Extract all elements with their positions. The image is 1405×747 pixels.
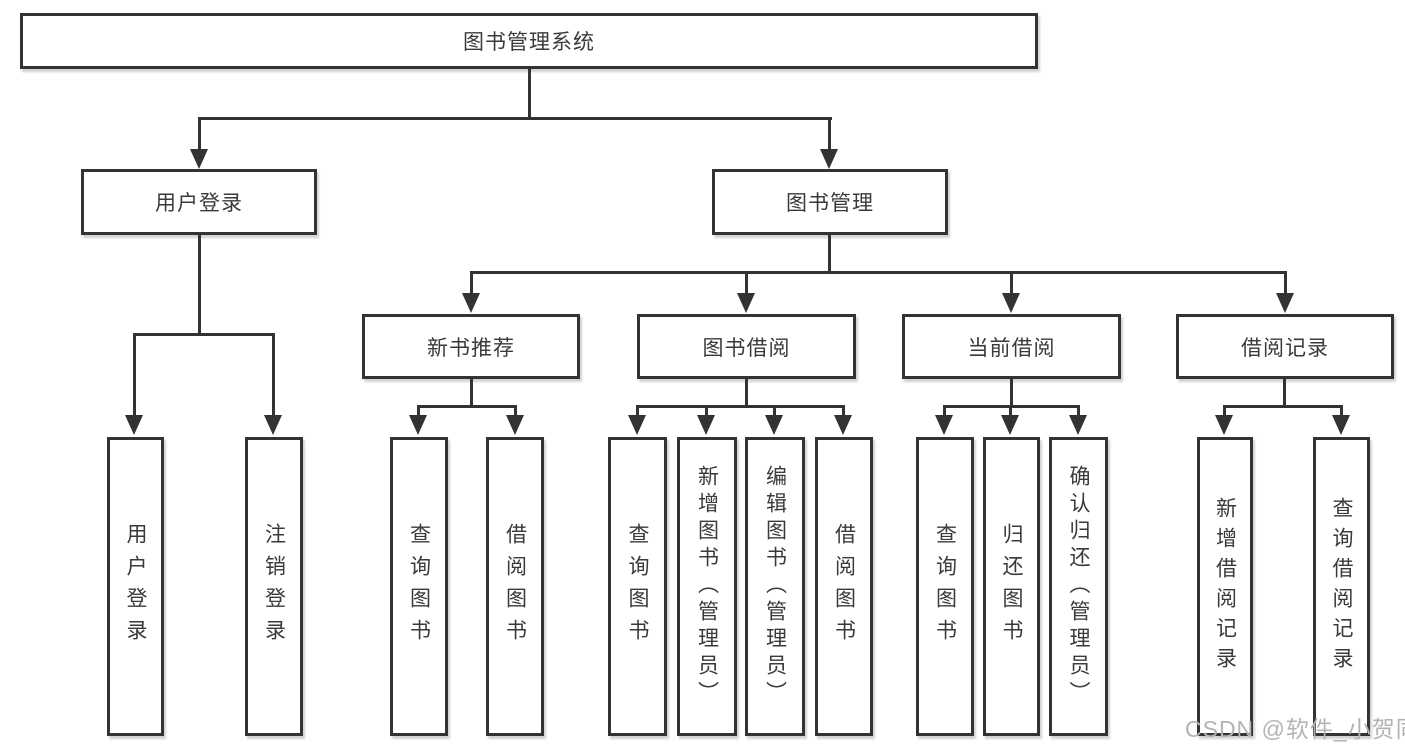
connector-root-trunk (528, 68, 531, 119)
arrow-down-icon (1332, 415, 1350, 435)
node-current-borrow: 当前借阅 (902, 314, 1121, 379)
arrow-down-icon (765, 415, 783, 435)
arrow-down-icon (935, 415, 953, 435)
node-borrow-records-label: 借阅记录 (1241, 336, 1329, 360)
node-book-management: 图书管理 (712, 169, 948, 235)
leaf-return-book-label: 归还图书 (1000, 522, 1023, 651)
leaf-query-borrow-record: 查询借阅记录 (1313, 437, 1370, 736)
leaf-user-login: 用户登录 (107, 437, 164, 736)
connector-stub (1009, 405, 1012, 417)
connector-book-management-trunk (828, 234, 831, 274)
leaf-return-book: 归还图书 (983, 437, 1040, 736)
connector-user-login-trunk (198, 235, 201, 336)
arrow-down-icon (1002, 293, 1020, 313)
leaf-borrow-book-2-label: 借阅图书 (832, 522, 856, 651)
leaf-query-book-2-label: 查询图书 (626, 522, 649, 651)
arrow-down-icon (190, 149, 208, 169)
connector-book-borrow-bar (636, 405, 845, 408)
arrow-down-icon (697, 415, 715, 435)
leaf-add-book-admin: 新增图书（管理员） (677, 437, 737, 736)
leaf-logout-label: 注销登录 (262, 522, 286, 651)
arrow-down-icon (1001, 415, 1019, 435)
connector-new-book-bar (417, 405, 517, 408)
node-book-borrow-label: 图书借阅 (702, 336, 791, 360)
node-root: 图书管理系统 (20, 13, 1038, 69)
arrow-down-icon (628, 415, 646, 435)
leaf-confirm-return-admin: 确认归还（管理员） (1049, 437, 1108, 736)
connector-stub (636, 405, 639, 417)
arrow-down-icon (125, 415, 143, 435)
leaf-borrow-book-1-label: 借阅图书 (503, 522, 527, 651)
node-book-borrow: 图书借阅 (637, 314, 856, 379)
connector-stub-borrow-records (1284, 271, 1287, 295)
arrow-down-icon (834, 415, 852, 435)
arrow-down-icon (1069, 415, 1087, 435)
connector-level2-bar (198, 117, 832, 120)
connector-borrow-records-trunk (1283, 379, 1286, 408)
arrow-down-icon (462, 293, 480, 313)
connector-stub (773, 405, 776, 417)
node-new-book-recommend-label: 新书推荐 (427, 336, 515, 360)
arrow-down-icon (506, 415, 524, 435)
connector-stub (943, 405, 946, 417)
connector-stub (1340, 405, 1343, 417)
leaf-add-borrow-record: 新增借阅记录 (1197, 437, 1253, 736)
leaf-add-book-admin-label: 新增图书（管理员） (695, 465, 719, 708)
leaf-add-borrow-record-label: 新增借阅记录 (1213, 496, 1237, 677)
node-book-management-label: 图书管理 (786, 192, 874, 215)
leaf-user-login-label: 用户登录 (124, 522, 147, 651)
watermark: CSDN @软件_小贺同学 (1185, 716, 1405, 742)
leaf-query-book-2: 查询图书 (608, 437, 667, 736)
leaf-edit-book-admin: 编辑图书（管理员） (745, 437, 805, 736)
leaf-confirm-return-admin-label: 确认归还（管理员） (1067, 465, 1090, 708)
node-root-label: 图书管理系统 (463, 31, 595, 54)
connector-stub (417, 405, 420, 417)
connector-stub (1077, 405, 1080, 417)
connector-level3-bar (470, 271, 1287, 274)
leaf-query-book-1-label: 查询图书 (407, 522, 431, 651)
connector-stub-book-management (828, 117, 831, 151)
connector-book-borrow-trunk (745, 379, 748, 408)
arrow-down-icon (1276, 293, 1294, 313)
leaf-borrow-book-2: 借阅图书 (815, 437, 873, 736)
connector-stub-user-login (198, 117, 201, 151)
connector-current-borrow-trunk (1010, 379, 1013, 408)
arrow-down-icon (264, 415, 282, 435)
arrow-down-icon (1215, 415, 1233, 435)
leaf-borrow-book-1: 借阅图书 (486, 437, 544, 736)
connector-user-login-bar (133, 333, 275, 336)
connector-stub-leaf-user-login (133, 333, 136, 417)
node-current-borrow-label: 当前借阅 (967, 336, 1056, 360)
arrow-down-icon (737, 293, 755, 313)
connector-stub (1223, 405, 1226, 417)
node-user-login-label: 用户登录 (155, 192, 243, 215)
connector-stub-new-book (470, 271, 473, 295)
connector-stub-current-borrow (1010, 271, 1013, 295)
leaf-edit-book-admin-label: 编辑图书（管理员） (763, 465, 787, 708)
leaf-logout: 注销登录 (245, 437, 303, 736)
connector-stub-book-borrow (745, 271, 748, 295)
node-borrow-records: 借阅记录 (1176, 314, 1394, 379)
node-new-book-recommend: 新书推荐 (362, 314, 580, 379)
leaf-query-book-1: 查询图书 (390, 437, 448, 736)
leaf-query-book-3: 查询图书 (916, 437, 974, 736)
leaf-query-book-3-label: 查询图书 (933, 522, 957, 651)
connector-borrow-records-bar (1223, 405, 1341, 408)
connector-stub (842, 405, 845, 417)
arrow-down-icon (409, 415, 427, 435)
node-user-login: 用户登录 (81, 169, 317, 235)
connector-stub (514, 405, 517, 417)
connector-stub (705, 405, 708, 417)
connector-new-book-trunk (470, 379, 473, 408)
leaf-query-borrow-record-label: 查询借阅记录 (1330, 496, 1353, 677)
arrow-down-icon (820, 149, 838, 169)
connector-stub-leaf-logout (272, 333, 275, 417)
